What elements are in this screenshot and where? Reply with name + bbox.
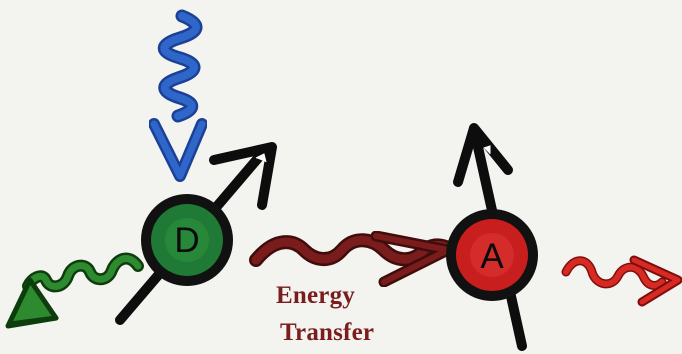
excitation-wavy-arrow-icon: [148, 9, 208, 182]
acceptor-label: A: [480, 237, 504, 276]
energy-transfer-label-line1: Energy: [276, 282, 355, 309]
energy-transfer-label-line2: Transfer: [280, 319, 374, 346]
donor-emission-wavy-arrow-icon: [5, 252, 144, 329]
acceptor-emission-wavy-arrow-icon: [561, 255, 682, 307]
acceptor-node: A: [446, 209, 538, 301]
donor-label: D: [174, 221, 199, 260]
donor-node: D: [141, 194, 233, 286]
